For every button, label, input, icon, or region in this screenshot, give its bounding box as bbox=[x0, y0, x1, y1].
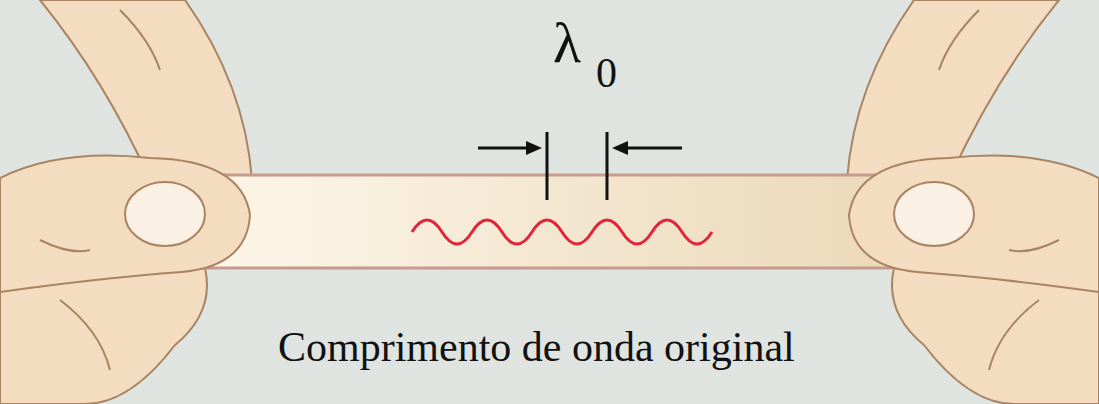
right-thumb bbox=[849, 156, 1099, 293]
wave bbox=[412, 220, 712, 244]
left-hand bbox=[0, 0, 252, 404]
wavelength-symbol: λ bbox=[553, 14, 581, 72]
left-thumb bbox=[0, 156, 250, 293]
dimension-arrow bbox=[624, 147, 682, 150]
tick bbox=[606, 132, 609, 200]
rubber-band bbox=[190, 175, 930, 268]
arrowhead bbox=[612, 141, 628, 155]
right-hand bbox=[847, 0, 1099, 404]
tick bbox=[546, 132, 549, 200]
caption-label: Comprimento de onda original bbox=[278, 326, 795, 368]
dimension-arrow bbox=[478, 147, 530, 150]
arrowhead bbox=[526, 141, 542, 155]
subscript: 0 bbox=[596, 52, 617, 94]
